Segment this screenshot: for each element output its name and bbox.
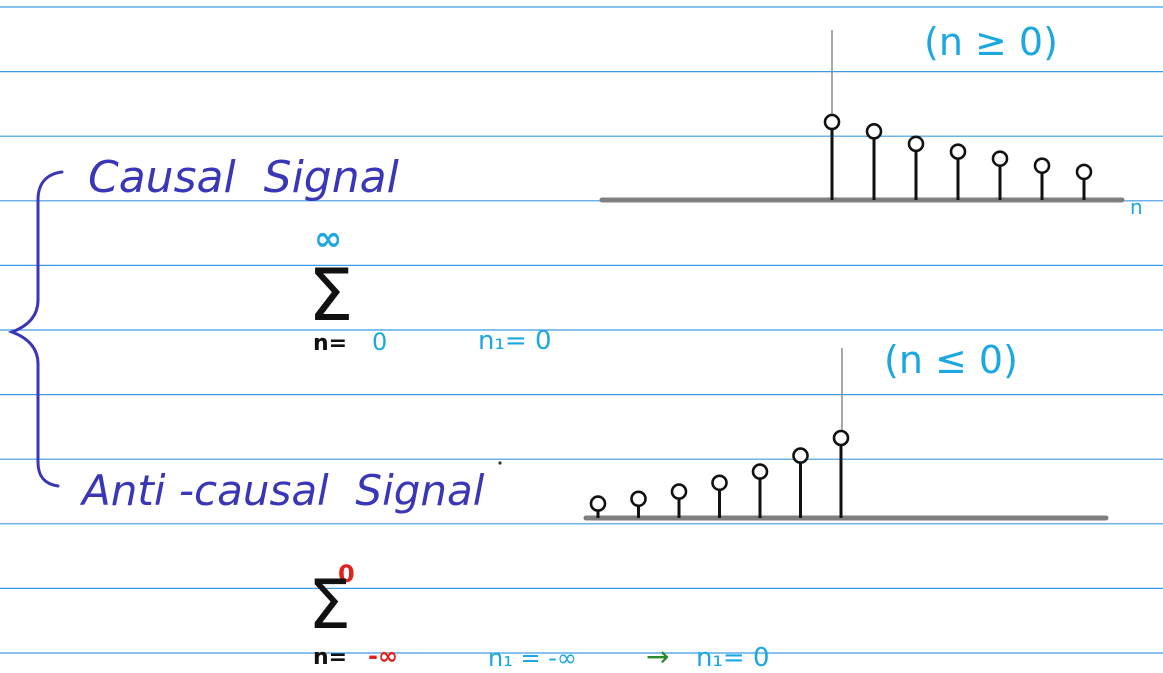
anticausal-sample-marker-2 bbox=[670, 483, 688, 500]
causal-sample-marker-4 bbox=[991, 150, 1009, 167]
causal-sample-marker-6 bbox=[1075, 163, 1093, 181]
anticausal-sample-marker-0 bbox=[589, 495, 607, 512]
curly-brace bbox=[7, 170, 64, 488]
anticausal-sum-lower-prefix: n= bbox=[313, 645, 347, 670]
causal-axis-label: n bbox=[1130, 195, 1143, 219]
ruled-lines bbox=[0, 6, 1163, 654]
anticausal-note-left: n₁ = -∞ bbox=[488, 644, 577, 672]
causal-sample-marker-5 bbox=[1033, 157, 1051, 174]
anticausal-stem-plot bbox=[589, 429, 850, 518]
causal-sample-marker-3 bbox=[949, 143, 967, 160]
anticausal-sample-marker-1 bbox=[630, 490, 647, 508]
causal-sample-marker-2 bbox=[907, 135, 925, 153]
arrow-icon: → bbox=[646, 640, 669, 673]
anticausal-sum-symbol: Σ bbox=[308, 566, 351, 645]
causal-sum-lower-prefix: n= bbox=[313, 331, 347, 356]
anticausal-sample-marker-5 bbox=[792, 447, 809, 464]
anticausal-sample-marker-6 bbox=[832, 429, 850, 447]
causal-sum-symbol: Σ bbox=[308, 253, 354, 337]
causal-condition: (n ≥ 0) bbox=[924, 20, 1058, 64]
anticausal-condition: (n ≤ 0) bbox=[884, 338, 1018, 382]
anticausal-note-right: n₁= 0 bbox=[696, 643, 770, 673]
anticausal-sum-upper-limit: 0 bbox=[338, 560, 355, 588]
anticausal-sample-marker-4 bbox=[751, 463, 769, 480]
causal-signal-label: Causal Signal bbox=[88, 152, 400, 203]
causal-note: n₁= 0 bbox=[478, 326, 552, 356]
anticausal-sum-lower-value: -∞ bbox=[368, 642, 398, 670]
causal-sample-marker-1 bbox=[865, 123, 883, 140]
causal-stem-plot bbox=[823, 113, 1093, 200]
causal-sum-upper-limit: ∞ bbox=[314, 219, 342, 259]
causal-sum-lower-value: 0 bbox=[372, 328, 387, 356]
causal-sample-marker-0 bbox=[823, 113, 841, 131]
ink-dot bbox=[498, 461, 502, 465]
anticausal-signal-label: Anti -causal Signal bbox=[79, 466, 485, 515]
anticausal-sample-marker-3 bbox=[711, 474, 728, 492]
